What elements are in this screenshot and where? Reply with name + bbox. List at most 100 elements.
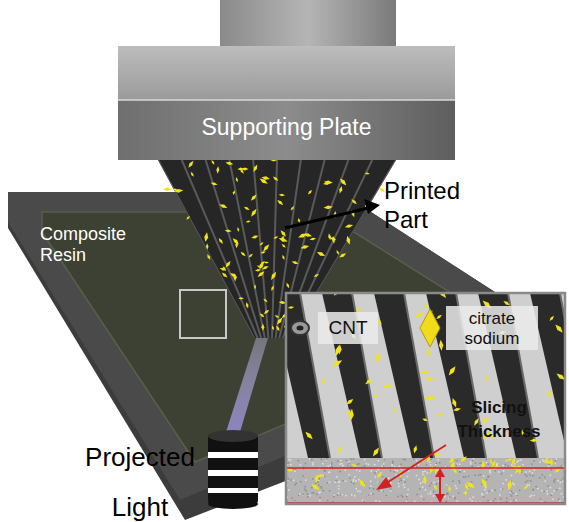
speckle-dot <box>531 463 533 465</box>
speckle-dot <box>547 485 549 487</box>
flake <box>311 484 319 490</box>
flake <box>507 479 511 490</box>
speckle-dot <box>333 496 335 498</box>
speckle-dot <box>424 470 426 472</box>
flake <box>555 324 562 332</box>
speckle-dot <box>362 500 364 502</box>
flake <box>322 378 325 384</box>
speckle-dot <box>390 490 392 492</box>
speckle-dot <box>483 475 485 477</box>
speckle-dot <box>383 463 385 465</box>
speckle-dot <box>488 476 490 478</box>
speckle-dot <box>487 500 489 502</box>
speckle-dot <box>422 481 424 483</box>
speckle-dot <box>509 492 511 494</box>
speckle-dot <box>550 487 552 489</box>
speckle-dot <box>562 481 564 483</box>
speckle-dot <box>464 471 466 473</box>
flake <box>453 408 461 411</box>
speckle-dot <box>447 493 449 495</box>
speckle-dot <box>553 490 555 492</box>
flake <box>337 250 339 255</box>
flake <box>263 244 269 251</box>
cnt-tag: CNT <box>318 312 378 344</box>
speckle-dot <box>370 486 372 488</box>
speckle-dot <box>433 482 435 484</box>
speckle-dot <box>547 493 549 495</box>
zoom-box <box>180 290 226 338</box>
speckle-dot <box>499 494 501 496</box>
speckle-dot <box>422 486 424 488</box>
speckle-dot <box>515 500 517 502</box>
speckle-dot <box>330 464 332 466</box>
speckle-dot <box>340 460 342 462</box>
node-text: Composite Resin <box>40 224 140 266</box>
speckle-dot <box>456 488 458 490</box>
flake <box>259 262 263 270</box>
speckle-dot <box>468 476 470 478</box>
speckle-dot <box>512 493 514 495</box>
speckle-dot <box>353 458 355 460</box>
speckle-dot <box>353 483 355 485</box>
flake <box>272 325 274 330</box>
speckle-dot <box>311 459 313 461</box>
speckle-dot <box>491 490 493 492</box>
speckle-dot <box>307 493 309 495</box>
flake <box>377 472 382 478</box>
speckle-dot <box>370 493 372 495</box>
speckle-dot <box>351 494 353 496</box>
speckle-dot <box>335 481 337 483</box>
speckle-dot <box>321 487 323 489</box>
speckle-dot <box>540 498 542 500</box>
speckle-dot <box>460 469 462 471</box>
flake <box>339 253 346 257</box>
speckle-dot <box>298 494 300 496</box>
flake <box>439 340 443 351</box>
speckle-dot <box>513 500 515 502</box>
flake <box>262 266 269 269</box>
flake <box>276 325 279 331</box>
speckle-dot <box>446 501 448 503</box>
flake <box>449 366 456 375</box>
speckle-dot <box>516 493 518 495</box>
flake <box>248 254 252 258</box>
flake <box>275 315 280 318</box>
speckle-dot <box>300 481 302 483</box>
flake <box>282 255 284 260</box>
speckle-dot <box>369 495 371 497</box>
speckle-dot <box>351 481 353 483</box>
speckle-dot <box>312 478 314 480</box>
flake <box>324 205 333 209</box>
flake <box>288 306 294 309</box>
flake <box>305 432 312 440</box>
layer-line <box>286 467 565 469</box>
speckle-dot <box>337 460 339 462</box>
speckle-dot <box>328 472 330 474</box>
flake <box>503 301 509 305</box>
speckle-dot <box>386 495 388 497</box>
speckle-dot <box>550 494 552 496</box>
speckle-dot <box>313 492 315 494</box>
speckle-dot <box>506 498 508 500</box>
speckle-dot <box>544 477 546 479</box>
speckle-dot <box>353 480 355 482</box>
speckle-dot <box>335 480 337 482</box>
speckle-dot <box>305 463 307 465</box>
speckle-dot <box>311 492 313 494</box>
speckle-dot <box>494 498 496 500</box>
speckle-dot <box>392 461 394 463</box>
flake <box>246 302 249 308</box>
flake <box>191 172 194 177</box>
blade-edge <box>206 160 262 338</box>
flake <box>281 236 285 239</box>
speckle-dot <box>407 494 409 496</box>
speckle-dot <box>312 464 314 466</box>
flake <box>260 251 265 253</box>
speckle-dot <box>423 499 425 501</box>
speckle-dot <box>430 483 432 485</box>
flake <box>351 464 357 467</box>
speckle-dot <box>558 498 560 500</box>
speckle-dot <box>305 479 307 481</box>
flake <box>226 261 231 268</box>
speckle-dot <box>324 470 326 472</box>
